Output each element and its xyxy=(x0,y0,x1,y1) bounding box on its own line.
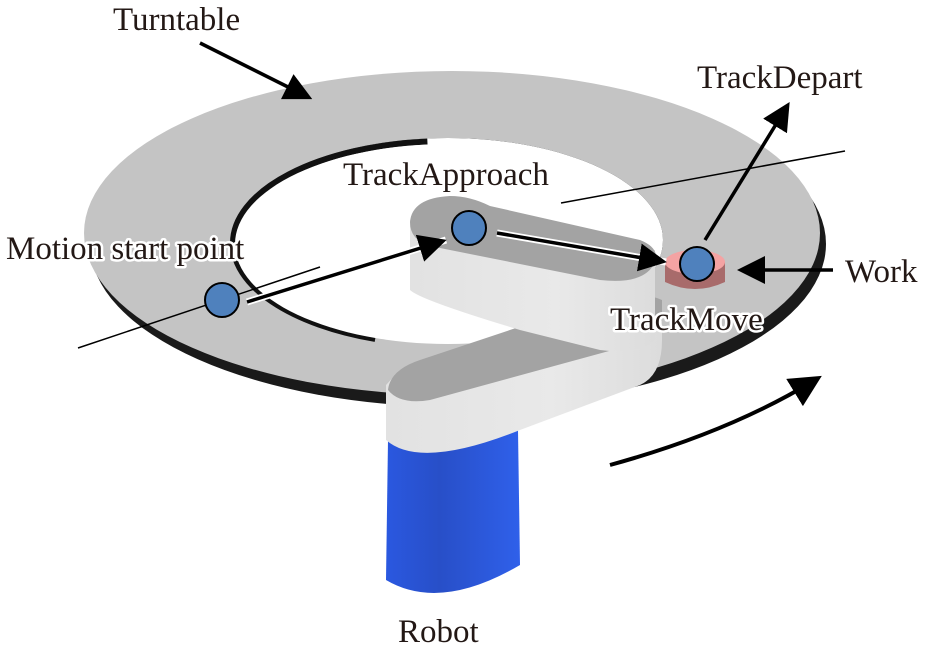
track-approach-point-marker xyxy=(451,210,487,246)
label-turntable: Turntable xyxy=(113,2,240,38)
robot-base xyxy=(386,430,520,593)
rotation-direction-arrow xyxy=(609,375,822,467)
reference-line-depart xyxy=(560,150,846,204)
label-motion-start-point: Motion start point xyxy=(6,231,244,267)
turntable-inner-rim-shadow xyxy=(230,138,666,348)
arrow-move-to-depart xyxy=(703,102,790,241)
label-track-move: TrackMove xyxy=(610,302,763,338)
reference-line-start xyxy=(77,266,321,349)
label-track-approach: TrackApproach xyxy=(343,157,549,193)
motion-start-point-marker xyxy=(204,282,240,318)
turntable-pointer-arrow xyxy=(199,41,313,100)
track-move-point-marker xyxy=(679,246,715,282)
label-work: Work xyxy=(845,254,918,290)
motion-path-arrows xyxy=(245,102,790,306)
label-robot: Robot xyxy=(398,614,479,650)
label-track-depart: TrackDepart xyxy=(697,60,863,96)
